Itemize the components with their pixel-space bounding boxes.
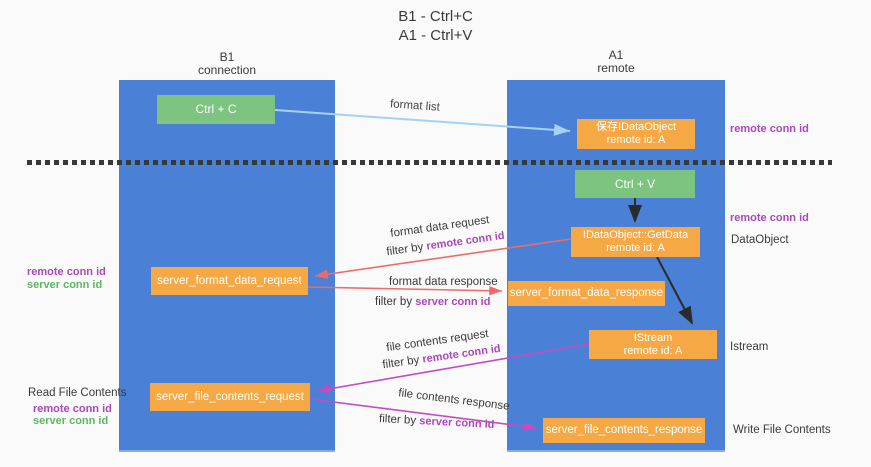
filter-by-text: filter by bbox=[378, 412, 420, 428]
phase-divider-dashed-line bbox=[27, 160, 832, 165]
node-ctrl-v-label: Ctrl + V bbox=[614, 176, 656, 191]
server-conn-id-text: server conn id bbox=[418, 415, 495, 432]
filter-by-text: filter by bbox=[381, 353, 424, 372]
arrow-label-format-list: format list bbox=[389, 98, 441, 114]
node-sfdres-label: server_format_data_response bbox=[509, 287, 664, 299]
label-remote-conn-id-right-1: remote conn id bbox=[730, 123, 809, 135]
label-write-file-contents: Write File Contents bbox=[733, 424, 831, 436]
node-ctrl-v: Ctrl + V bbox=[575, 170, 695, 198]
node-server-file-contents-request: server_file_contents_request bbox=[150, 383, 310, 411]
filter-by-text: filter by bbox=[375, 296, 416, 308]
node-istream: IStream remote id: A bbox=[589, 330, 717, 359]
title-line-2: A1 - Ctrl+V bbox=[398, 27, 473, 44]
arrow-label-filter-by-server-1: filter by server conn id bbox=[375, 296, 490, 308]
node-save-idataobject-remote-id: remote id: A bbox=[606, 134, 666, 146]
node-istream-title: IStream bbox=[633, 331, 673, 344]
node-server-format-data-response: server_format_data_response bbox=[508, 281, 665, 306]
lane-b1-name: B1 bbox=[219, 50, 235, 64]
label-remote-conn-id-left-2: remote conn id bbox=[33, 403, 112, 415]
lane-b1-subname: connection bbox=[197, 63, 257, 77]
label-istream: Istream bbox=[730, 341, 769, 353]
arrow-label-file-contents-response: file contents response bbox=[397, 387, 511, 413]
node-ctrl-c-label: Ctrl + C bbox=[195, 102, 237, 116]
label-group-conn-ids-left-2: remote conn id server conn id bbox=[33, 403, 112, 427]
node-sfcreq-label: server_file_contents_request bbox=[156, 390, 304, 403]
label-remote-conn-id-right-2: remote conn id bbox=[730, 212, 809, 224]
label-group-conn-ids-left-1: remote conn id server conn id bbox=[27, 266, 106, 292]
filter-by-text: filter by bbox=[385, 240, 428, 259]
node-ctrl-c: Ctrl + C bbox=[157, 95, 275, 124]
lane-header-a1: A1 remote bbox=[507, 49, 725, 75]
node-save-idataobject-title: 保存IDataObject bbox=[595, 121, 677, 133]
node-sfcres-label: server_file_contents_response bbox=[545, 424, 703, 436]
label-server-conn-id-left-1: server conn id bbox=[27, 279, 103, 291]
node-save-idataobject: 保存IDataObject remote id: A bbox=[577, 119, 695, 149]
label-dataobject: DataObject bbox=[731, 234, 789, 246]
lane-a1-name: A1 bbox=[608, 48, 624, 62]
node-server-file-contents-response: server_file_contents_response bbox=[543, 418, 705, 443]
title-line-1: B1 - Ctrl+C bbox=[398, 8, 473, 25]
node-sfdreq-label: server_format_data_request bbox=[157, 274, 302, 287]
label-server-conn-id-left-2: server conn id bbox=[33, 415, 109, 427]
node-getdata-remote-id: remote id: A bbox=[606, 242, 665, 254]
server-conn-id-text: server conn id bbox=[415, 296, 491, 308]
node-istream-remote-id: remote id: A bbox=[623, 344, 683, 357]
label-remote-conn-id-left-1: remote conn id bbox=[27, 266, 106, 278]
node-getdata-title: IDataObject::GetData bbox=[582, 229, 689, 241]
diagram-title: B1 - Ctrl+C A1 - Ctrl+V bbox=[0, 7, 871, 45]
node-idataobject-getdata: IDataObject::GetData remote id: A bbox=[571, 227, 700, 257]
lane-a1-subname: remote bbox=[597, 61, 635, 75]
arrow-label-format-data-response: format data response bbox=[389, 276, 498, 288]
label-read-file-contents: Read File Contents bbox=[28, 387, 127, 399]
node-server-format-data-request: server_format_data_request bbox=[151, 267, 308, 295]
lane-header-b1: B1 connection bbox=[119, 51, 335, 77]
arrow-label-filter-by-server-2: filter by server conn id bbox=[379, 413, 495, 431]
